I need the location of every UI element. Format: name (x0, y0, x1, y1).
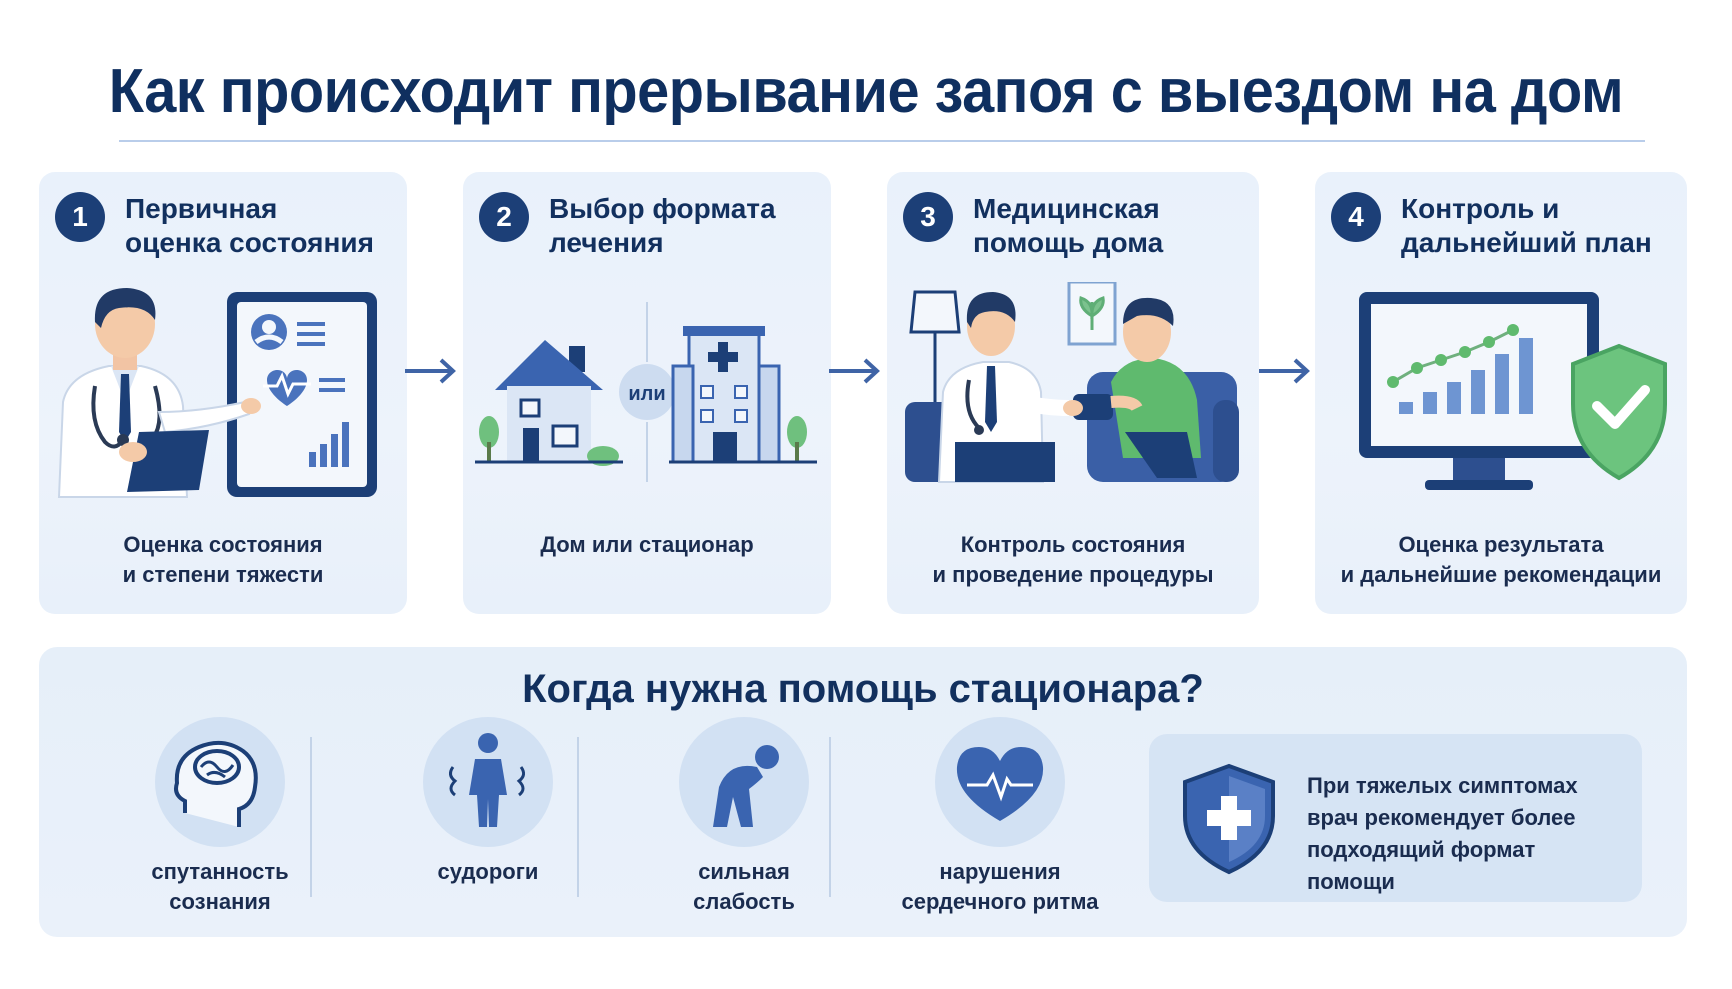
doctor-tablet-illustration (57, 288, 377, 498)
or-badge (619, 364, 675, 420)
home-treatment-illustration (905, 282, 1239, 483)
seizure-icon (448, 733, 526, 827)
step-2-caption: Дом или стационар (540, 532, 754, 557)
step-4-card: 4 Контроль и дальнейший план Оценка резу… (1315, 172, 1687, 614)
symptom-heart-rhythm: нарушения сердечного ритма (902, 717, 1098, 927)
step-1-card: 1 Первичная оценка состояния О (39, 172, 407, 614)
symptom-divider (829, 737, 831, 897)
weakness-icon (713, 745, 779, 827)
step-2-title: Выбор формата лечения (549, 193, 776, 258)
symptom-confusion: спутанность сознания (125, 717, 315, 927)
symptom-label: нарушения сердечного ритма (901, 859, 1099, 914)
hospital-section: Когда нужна помощь стационара? спутаннос… (39, 647, 1687, 937)
page-title: Как происходит прерывание запоя с выездо… (108, 57, 1624, 126)
recommendation-note: При тяжелых симптомах врач рекомендует б… (1149, 734, 1642, 902)
step-2-number: 2 (479, 192, 529, 242)
symptom-seizures: судороги (393, 717, 583, 927)
recommendation-text: При тяжелых симптомах врач рекомендует б… (1307, 773, 1578, 894)
symptom-label: сильная слабость (693, 859, 795, 914)
arrow-right-icon (405, 358, 456, 384)
step-4-caption: Оценка результата и дальнейшие рекоменда… (1340, 532, 1662, 587)
step-3-number: 3 (903, 192, 953, 242)
step-2-card: 2 Выбор формата лечения или Дом или (463, 172, 831, 614)
title-divider (119, 140, 1645, 142)
hospital-section-title: Когда нужна помощь стационара? (522, 667, 1204, 711)
step-1-title: Первичная оценка состояния (125, 193, 374, 258)
step-4-title: Контроль и дальнейший план (1401, 193, 1652, 258)
step-3-card: 3 Медицинская помощь дома Контроль состо… (887, 172, 1259, 614)
symptom-weakness: сильная слабость (649, 717, 839, 927)
step-1-number: 1 (55, 192, 105, 242)
or-label: или (628, 383, 665, 405)
medical-shield-icon (1183, 763, 1275, 875)
symptom-label: спутанность сознания (151, 859, 289, 914)
arrow-right-icon (1259, 358, 1310, 384)
step-3-caption: Контроль состояния и проведение процедур… (932, 532, 1214, 587)
heart-rhythm-icon (956, 747, 1044, 821)
symptom-label: судороги (437, 859, 539, 884)
brain-icon (174, 740, 258, 827)
symptom-divider (577, 737, 579, 897)
home-or-hospital-illustration: или (475, 302, 817, 482)
step-4-number: 4 (1331, 192, 1381, 242)
step-3-title: Медицинская помощь дома (973, 193, 1164, 258)
monitor-progress-illustration (1359, 292, 1667, 490)
arrow-right-icon (829, 358, 880, 384)
step-1-caption: Оценка состояния и степени тяжести (122, 532, 324, 587)
symptom-divider (310, 737, 312, 897)
